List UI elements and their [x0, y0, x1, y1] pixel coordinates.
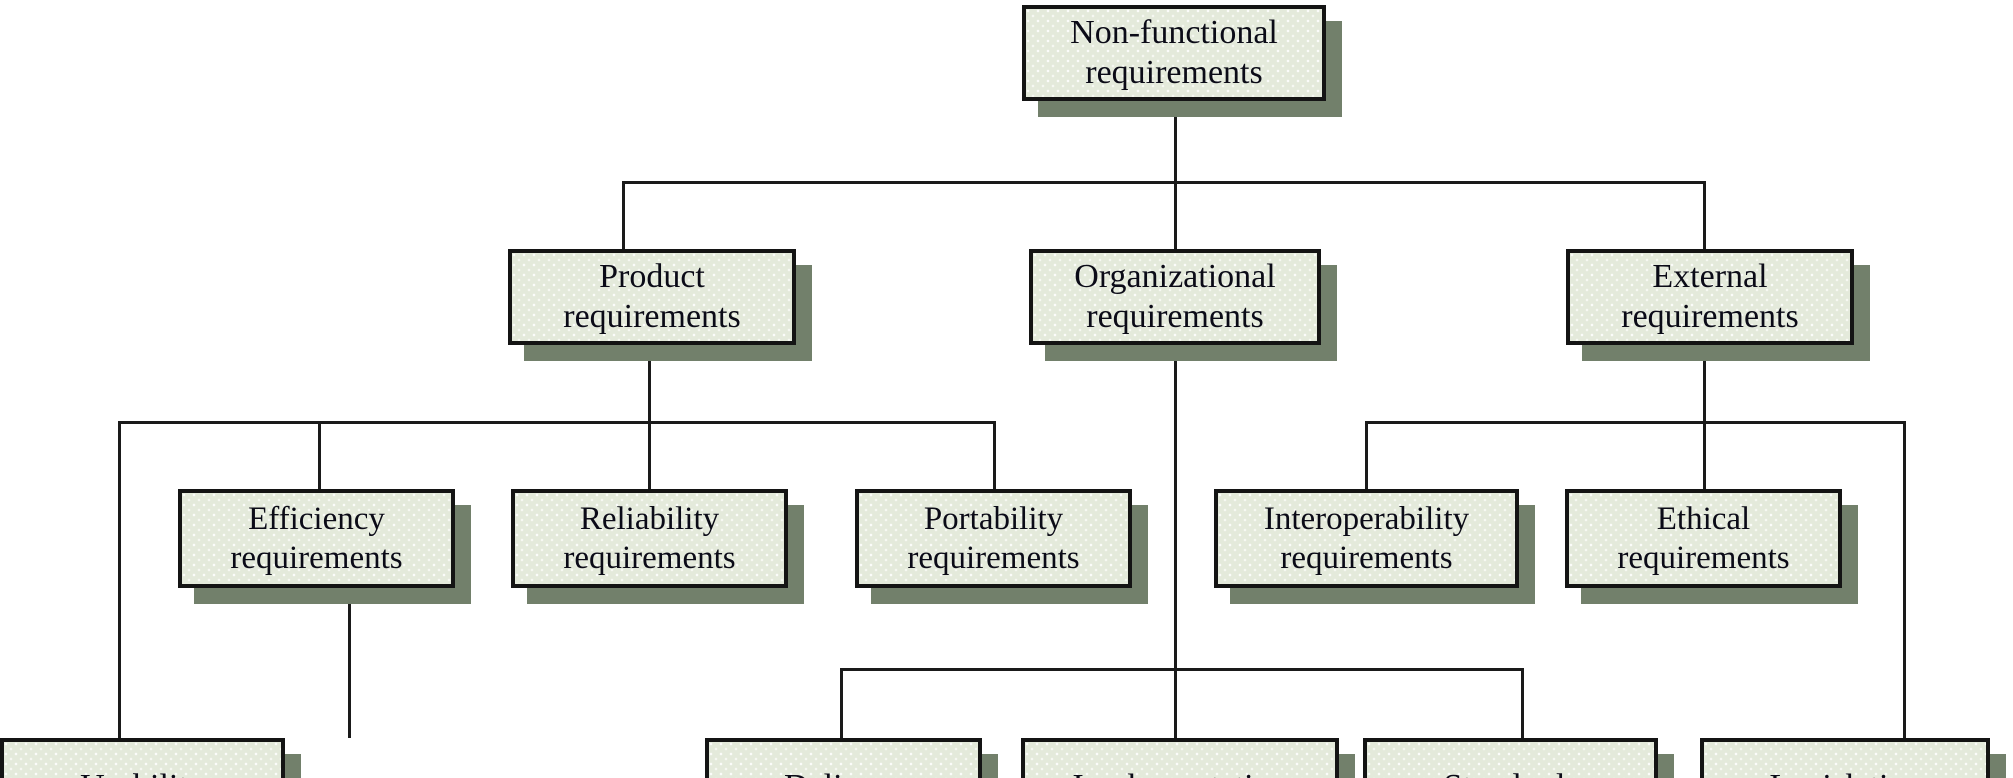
node-label-line2: requirements — [1280, 539, 1453, 576]
node-label-line1: Ethical — [1656, 500, 1751, 537]
node-interoperability-requirements[interactable]: Interoperability requirements — [1214, 489, 1535, 604]
node-label-line1: Reliability — [579, 500, 720, 537]
node-ethical-requirements[interactable]: Ethical requirements — [1565, 489, 1858, 604]
node-label-line2: requirements — [230, 539, 403, 576]
edge-to-standards — [1521, 668, 1524, 738]
node-legislative[interactable]: Legislative — [1700, 738, 2006, 778]
node-box: Non-functional requirements — [1022, 5, 1326, 101]
node-label-line1: Organizational — [1074, 257, 1276, 295]
edge-root-stem — [1174, 100, 1177, 184]
node-label-line1: Product — [599, 257, 705, 295]
node-portability-requirements[interactable]: Portability requirements — [855, 489, 1148, 604]
edge-to-efficiency — [318, 421, 321, 489]
edge-product-left-drop — [118, 421, 121, 738]
edge-product-bus — [118, 421, 996, 424]
node-box: Efficiency requirements — [178, 489, 455, 588]
node-label-line1: Non-functional — [1070, 13, 1278, 51]
node-label-line2: requirements — [1621, 298, 1799, 335]
edge-to-delivery — [840, 668, 843, 738]
node-label-line2: requirements — [563, 298, 741, 335]
node-label-line2: requirements — [1086, 298, 1264, 335]
node-box: Usability — [0, 738, 285, 778]
edge-to-legislative — [1903, 421, 1906, 738]
edge-product-stem — [648, 345, 651, 422]
node-box: Delivery — [705, 738, 982, 778]
node-implementation[interactable]: Implementation — [1021, 738, 1355, 778]
node-box: Legislative — [1700, 738, 1990, 778]
node-label-line1: Delivery — [784, 767, 903, 778]
node-label-line2: requirements — [907, 539, 1080, 576]
node-box: Interoperability requirements — [1214, 489, 1519, 588]
node-box: Reliability requirements — [511, 489, 788, 588]
node-label-line1: Interoperability — [1263, 500, 1470, 537]
node-box: Ethical requirements — [1565, 489, 1842, 588]
node-product-requirements[interactable]: Product requirements — [508, 249, 812, 361]
node-box: Standards — [1363, 738, 1658, 778]
edge-to-implementation — [1174, 668, 1177, 738]
edge-external-stem — [1703, 345, 1706, 422]
edge-organizational-bus — [840, 668, 1524, 671]
node-label-line1: Implementation — [1072, 767, 1287, 778]
node-box: Product requirements — [508, 249, 796, 345]
edge-to-interoperability — [1365, 421, 1368, 489]
node-label-line2: requirements — [1617, 539, 1790, 576]
edge-to-ethical — [1703, 421, 1706, 489]
edge-to-organizational — [1174, 181, 1177, 249]
node-label-line1: Usability — [80, 767, 205, 778]
node-box: External requirements — [1566, 249, 1854, 345]
edge-efficiency-stem — [348, 588, 351, 738]
edge-tier2-bus — [622, 181, 1706, 184]
node-box: Implementation — [1021, 738, 1339, 778]
edge-organizational-stem — [1174, 345, 1177, 669]
node-box: Organizational requirements — [1029, 249, 1321, 345]
node-efficiency-requirements[interactable]: Efficiency requirements — [178, 489, 471, 604]
node-delivery[interactable]: Delivery — [705, 738, 998, 778]
node-label-line1: Portability — [923, 500, 1064, 537]
node-reliability-requirements[interactable]: Reliability requirements — [511, 489, 804, 604]
node-label-line2: requirements — [563, 539, 736, 576]
node-label-line1: External — [1652, 257, 1768, 295]
node-label-line2: requirements — [1085, 54, 1263, 91]
node-label-line1: Standards — [1443, 767, 1577, 778]
edge-to-portability — [993, 421, 996, 489]
node-usability[interactable]: Usability — [0, 738, 301, 778]
edge-to-external — [1703, 181, 1706, 249]
node-organizational-requirements[interactable]: Organizational requirements — [1029, 249, 1337, 361]
node-non-functional-requirements[interactable]: Non-functional requirements — [1022, 5, 1342, 117]
node-label-line1: Legislative — [1769, 767, 1920, 778]
node-box: Portability requirements — [855, 489, 1132, 588]
edge-external-bus — [1365, 421, 1906, 424]
edge-to-reliability — [648, 421, 651, 489]
node-label-line1: Efficiency — [248, 500, 385, 537]
edge-to-product — [622, 181, 625, 249]
node-external-requirements[interactable]: External requirements — [1566, 249, 1870, 361]
node-standards[interactable]: Standards — [1363, 738, 1674, 778]
